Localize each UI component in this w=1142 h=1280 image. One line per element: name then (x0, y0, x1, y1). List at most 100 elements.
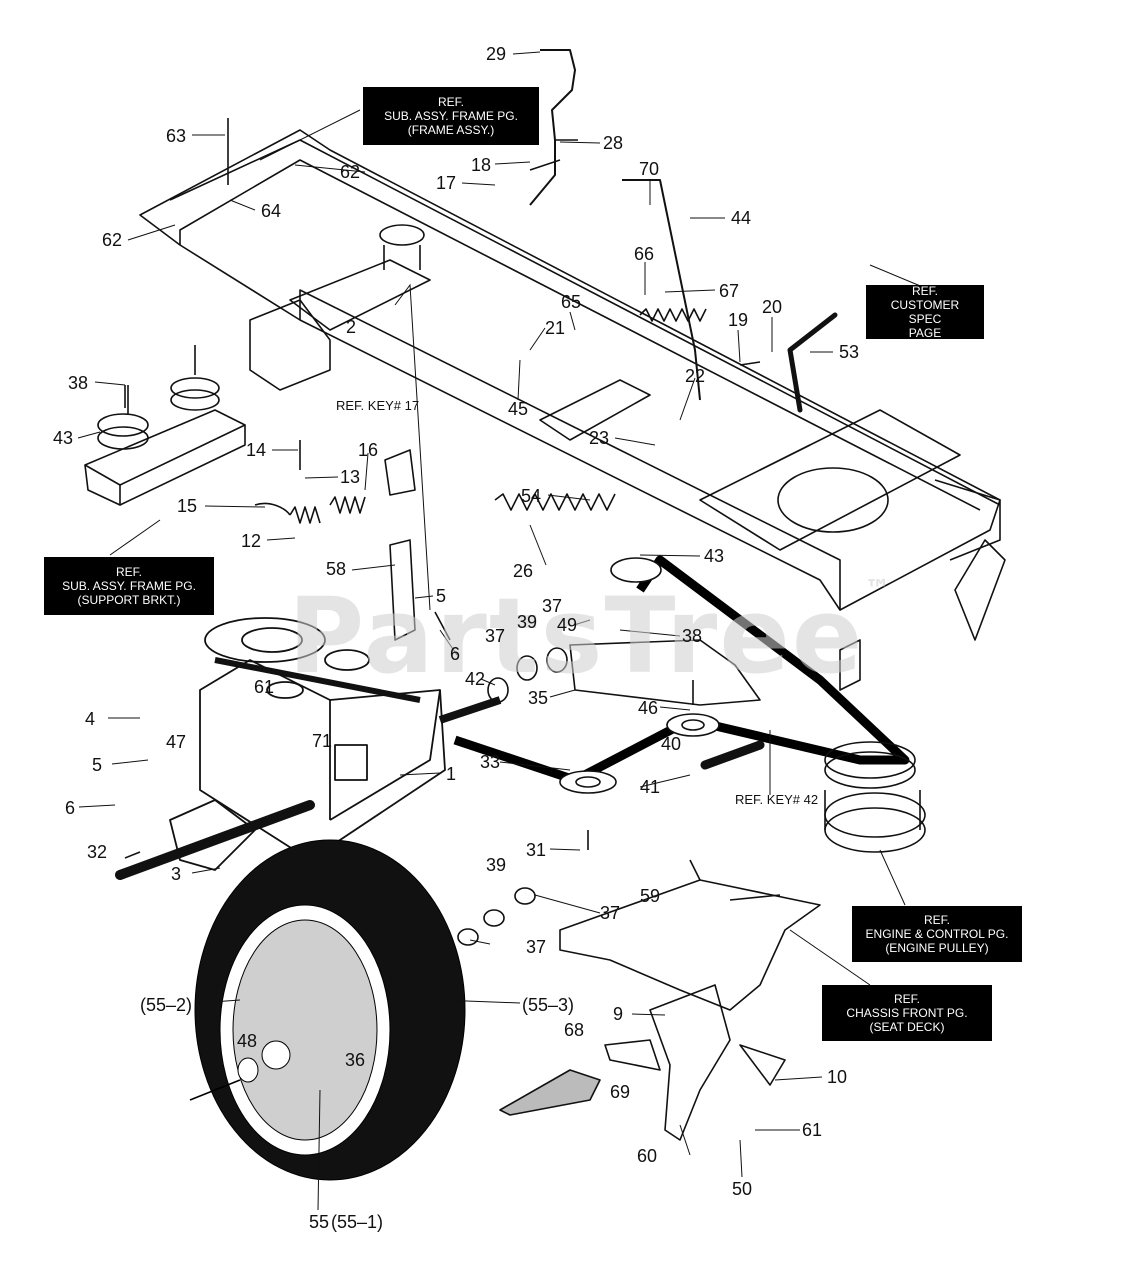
callout-23: 23 (589, 428, 610, 448)
callout-18: 18 (471, 155, 492, 175)
callout-54: 54 (521, 486, 542, 506)
callout-36: 36 (345, 1050, 366, 1070)
frame-brackets (249, 224, 431, 391)
ref-line: REF. (115, 565, 142, 579)
ref-box-engine-pulley: REF. ENGINE & CONTROL PG. (ENGINE PULLEY… (852, 906, 1022, 962)
callout-67: 67 (719, 281, 740, 301)
ref-line: (FRAME ASSY.) (407, 123, 495, 137)
callout-6: 6 (450, 644, 461, 664)
callout-37: 37 (600, 903, 621, 923)
callout-42: 42 (465, 669, 486, 689)
callout-55-1: (55–1) (331, 1212, 384, 1232)
rear-tire (189, 839, 466, 1181)
callout-47: 47 (166, 732, 187, 752)
callout-12: 12 (241, 531, 262, 551)
callout-61: 61 (802, 1120, 823, 1140)
ref-line: (ENGINE PULLEY) (885, 941, 989, 955)
ref-box-support-brkt: REF. SUB. ASSY. FRAME PG. (SUPPORT BRKT.… (44, 557, 214, 615)
callout-33: 33 (480, 752, 501, 772)
callout-55: 55 (309, 1212, 330, 1232)
callout-32: 32 (87, 842, 108, 862)
support-bracket (84, 345, 246, 506)
ref-key-17: REF. KEY# 17 (336, 398, 420, 413)
ref-line: (SUPPORT BRKT.) (77, 593, 181, 607)
ref-key-42: REF. KEY# 42 (735, 792, 819, 807)
callout-19: 19 (728, 310, 749, 330)
ref-line: REF. (437, 95, 464, 109)
callout-43: 43 (704, 546, 725, 566)
callout-63: 63 (166, 126, 187, 146)
callout-55-3: (55–3) (522, 995, 575, 1015)
callout-1: 1 (446, 764, 457, 784)
callout-41: 41 (640, 777, 661, 797)
drive-belt (453, 555, 910, 794)
callout-61: 61 (254, 677, 275, 697)
callout-64: 64 (261, 201, 282, 221)
callout-68: 68 (564, 1020, 585, 1040)
callout-28: 28 (603, 133, 624, 153)
callout-49: 49 (557, 615, 578, 635)
ref-line: REF. (923, 913, 950, 927)
callout-13: 13 (340, 467, 361, 487)
callout-26: 26 (513, 561, 534, 581)
ref-line: REF. (893, 992, 920, 1006)
callout-21: 21 (545, 318, 566, 338)
ref-line: (SEAT DECK) (869, 1020, 945, 1034)
ref-box-customer-spec: REF. CUSTOMER SPEC PAGE (866, 284, 984, 340)
callout-31: 31 (526, 840, 547, 860)
callout-38: 38 (682, 626, 703, 646)
callout-15: 15 (177, 496, 198, 516)
ref-line: SUB. ASSY. FRAME PG. (384, 109, 518, 123)
callout-65: 65 (561, 292, 582, 312)
callout-5: 5 (436, 586, 447, 606)
callout-20: 20 (762, 297, 783, 317)
callout-22: 22 (685, 366, 706, 386)
callout-43: 43 (53, 428, 74, 448)
callout-44: 44 (731, 208, 752, 228)
callout-71: 71 (312, 731, 333, 751)
callout-10: 10 (827, 1067, 848, 1087)
callout-66: 66 (634, 244, 655, 264)
transaxle (115, 617, 502, 880)
callout-2: 2 (346, 317, 357, 337)
callout-39: 39 (517, 612, 538, 632)
ref-line: ENGINE & CONTROL PG. (865, 927, 1009, 941)
callout-5: 5 (92, 755, 103, 775)
callout-37: 37 (542, 596, 563, 616)
callout-40: 40 (661, 734, 682, 754)
callout-48: 48 (237, 1031, 258, 1051)
callout-4: 4 (85, 709, 96, 729)
ref-line: CHASSIS FRONT PG. (846, 1006, 968, 1020)
callout-53: 53 (839, 342, 860, 362)
callout-14: 14 (246, 440, 267, 460)
callout-6: 6 (65, 798, 76, 818)
seat-deck-bracket (559, 859, 821, 1141)
callout-37: 37 (526, 937, 547, 957)
callout-45: 45 (508, 399, 529, 419)
ref-line: CUSTOMER SPEC (890, 298, 960, 326)
callout-69: 69 (610, 1082, 631, 1102)
ref-box-frame-assy: REF. SUB. ASSY. FRAME PG. (FRAME ASSY.) (363, 87, 539, 145)
ref-line: PAGE (908, 326, 942, 340)
callout-59: 59 (640, 886, 661, 906)
callout-58: 58 (326, 559, 347, 579)
callout-37: 37 (485, 626, 506, 646)
callout-62: 62 (340, 162, 361, 182)
ref-box-seat-deck: REF. CHASSIS FRONT PG. (SEAT DECK) (822, 985, 992, 1041)
callout-50: 50 (732, 1179, 753, 1199)
callout-55-2: (55–2) (140, 995, 193, 1015)
callout-39: 39 (486, 855, 507, 875)
callout-60: 60 (637, 1146, 658, 1166)
callout-35: 35 (528, 688, 549, 708)
callout-9: 9 (613, 1004, 624, 1024)
callout-70: 70 (639, 159, 660, 179)
callout-3: 3 (171, 864, 182, 884)
callout-46: 46 (638, 698, 659, 718)
callout-62: 62 (102, 230, 123, 250)
ref-line: REF. (911, 284, 938, 298)
callout-16: 16 (358, 440, 379, 460)
callout-29: 29 (486, 44, 507, 64)
engine-pulley (824, 741, 926, 853)
